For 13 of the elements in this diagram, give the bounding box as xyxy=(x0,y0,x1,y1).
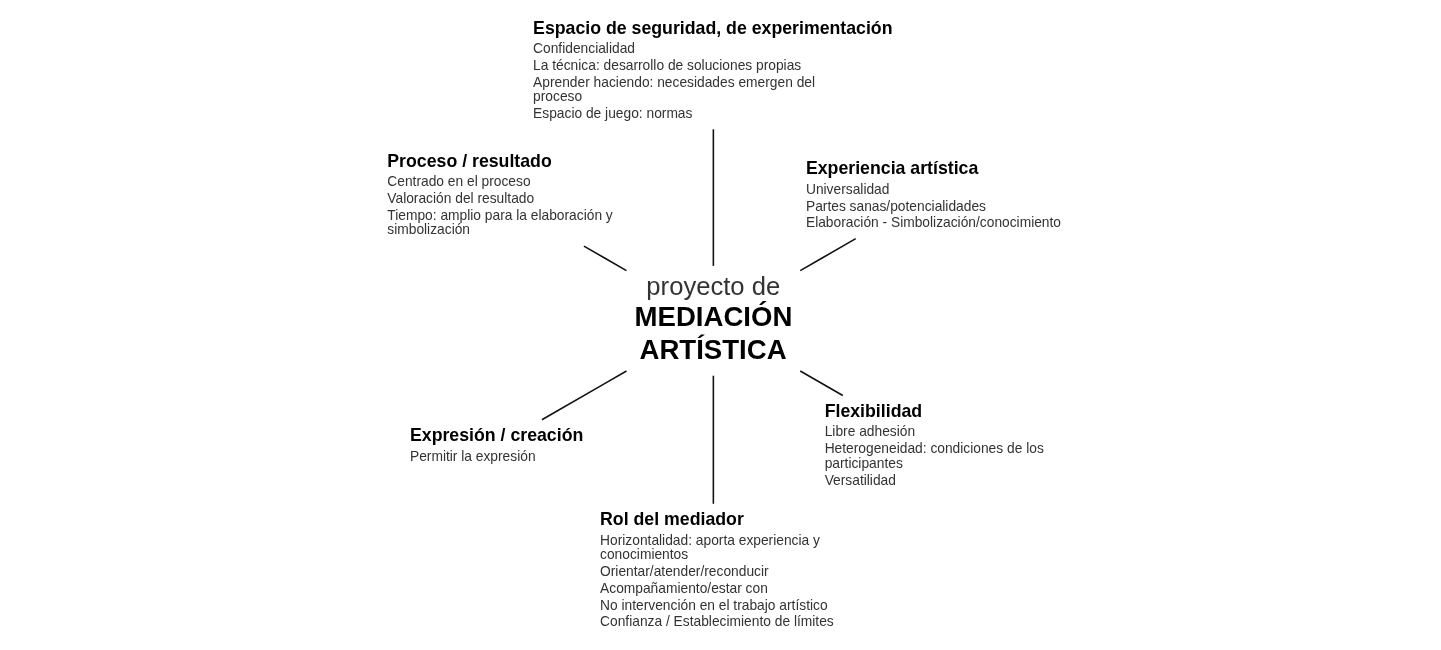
node-text: Proceso / resultado Centrado en el proceso Valoración del resultado Tiempo: amplio para la elaboración y simbolización xyxy=(387,150,613,238)
connector xyxy=(541,370,628,421)
connector xyxy=(583,245,628,272)
connector xyxy=(712,374,715,505)
node-text: Rol del mediador Horizontalidad: aporta experiencia y conocimientos Orientar/atender/reconducir Acompañamiento/estar con No intervención en el trabajo artístico Confianza / Establecimiento de límites xyxy=(600,509,834,630)
connector xyxy=(799,370,844,397)
node-text: Flexibilidad Libre adhesión Heterogeneidad: condiciones de los participantes Versatilidad xyxy=(824,400,1044,488)
node-text: proyecto de MEDIACIÓN ARTÍSTICA xyxy=(634,272,793,365)
node-text: Espacio de seguridad, de experimentación Confidencialidad La técnica: desarrollo de soluciones propias Aprender haciendo: necesidades emergen del proceso Espacio de juego: normas xyxy=(533,17,893,122)
node-text: Experiencia artística Universalidad Partes sanas/potencialidades Elaboración - Simbolización/conocimiento xyxy=(805,158,1062,231)
connector xyxy=(712,128,715,267)
node-text: Expresión / creación Permitir la expresión xyxy=(409,425,584,464)
connector xyxy=(799,237,857,272)
